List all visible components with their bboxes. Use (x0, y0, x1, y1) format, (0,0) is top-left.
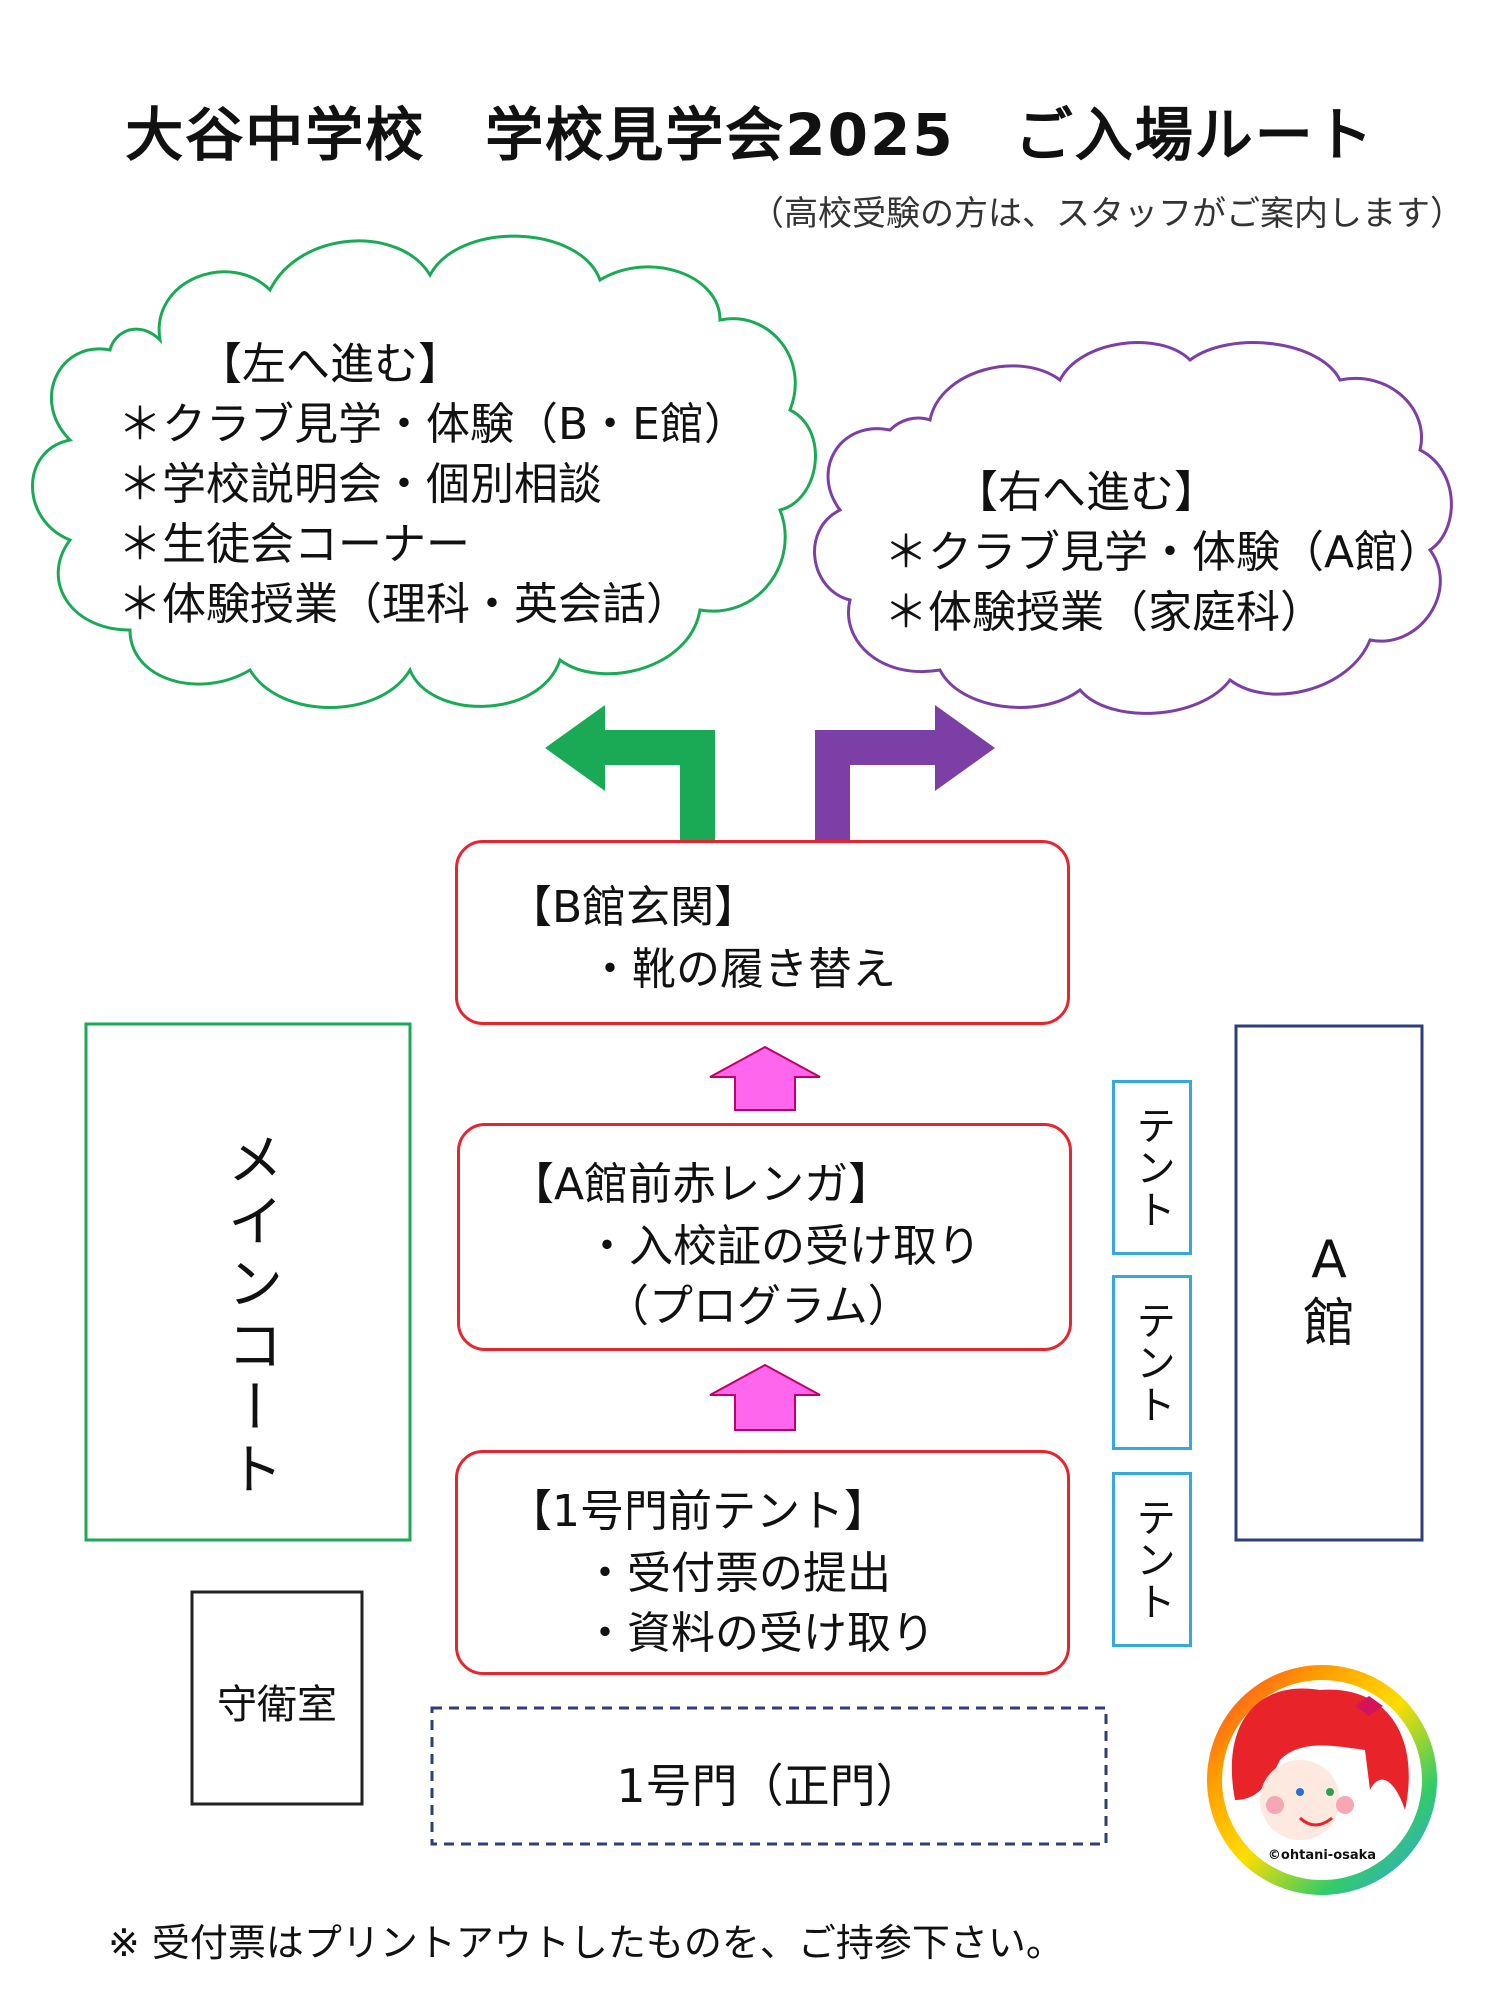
guard-room-label: 守衛室 (217, 1682, 337, 1728)
building-a-outline (1234, 1024, 1424, 1542)
page-subtitle: （高校受験の方は、スタッフがご案内します） (750, 194, 1464, 234)
left-cloud-item: ＊体験授業（理科・英会話） (118, 579, 690, 630)
left-cloud-shape (31, 234, 817, 709)
right-cloud-shape (813, 341, 1453, 715)
step-heading: 【A館前赤レンガ】 (510, 1159, 893, 1210)
page-title: 大谷中学校 学校見学会2025 ご入場ルート (125, 101, 1375, 169)
left-cloud-text: 【左へ進む】 ＊クラブ見学・体験（B・E館） ＊学校説明会・個別相談 ＊生徒会コ… (118, 335, 748, 635)
right-cloud-item: ＊体験授業（家庭科） (884, 587, 1324, 638)
tent-label: テント (1129, 1496, 1175, 1623)
step-line: ・受付票の提出 (583, 1548, 891, 1599)
main-court-outline (84, 1022, 412, 1542)
left-route-arrow (545, 705, 715, 840)
up-arrow-upper (709, 1045, 821, 1111)
footer-note: ※ 受付票はプリントアウトしたものを、ご持参下さい。 (108, 1921, 1064, 1965)
guard-room-outline (190, 1590, 364, 1806)
step-line: ・入校証の受け取り (585, 1221, 981, 1272)
left-cloud-item: ＊生徒会コーナー (118, 519, 470, 570)
main-court-label: メインコート (218, 1130, 283, 1502)
step-heading: 【1号門前テント】 (508, 1486, 888, 1537)
step-box-b-entrance: 【B館玄関】 ・靴の履き替え (455, 840, 1070, 1025)
step-line: ・靴の履き替え (588, 944, 896, 995)
building-a-letter: A (1311, 1230, 1347, 1290)
step-heading: 【B館玄関】 (508, 882, 759, 933)
gate-outline (430, 1706, 1108, 1846)
right-cloud-heading: 【右へ進む】 (954, 467, 1218, 518)
step-line: ・資料の受け取り (583, 1608, 935, 1659)
step-box-gate-tent: 【1号門前テント】 ・受付票の提出 ・資料の受け取り (455, 1450, 1070, 1675)
tent-label: テント (1129, 1104, 1175, 1231)
school-logo (1207, 1665, 1437, 1895)
building-a-kanji: 館 (1302, 1294, 1355, 1354)
right-cloud-text: 【右へ進む】 ＊クラブ見学・体験（A館） ＊体験授業（家庭科） (884, 463, 1442, 643)
tent-3: テント (1112, 1472, 1192, 1647)
tent-label: テント (1129, 1299, 1175, 1426)
step-line: （プログラム） (605, 1281, 912, 1332)
left-cloud-item: ＊学校説明会・個別相談 (118, 459, 602, 510)
tent-1: テント (1112, 1080, 1192, 1255)
left-cloud-heading: 【左へ進む】 (198, 339, 462, 390)
right-cloud-item: ＊クラブ見学・体験（A館） (884, 527, 1443, 578)
tent-2: テント (1112, 1275, 1192, 1450)
building-a-label: A 館 (1236, 1228, 1422, 1356)
logo-copyright: ©ohtani-osaka (1267, 1848, 1377, 1863)
right-route-arrow (815, 705, 995, 840)
up-arrow-lower (709, 1363, 821, 1431)
gate-label: 1号門（正門） (616, 1759, 922, 1813)
step-box-a-red-brick: 【A館前赤レンガ】 ・入校証の受け取り （プログラム） (457, 1123, 1072, 1351)
left-cloud-item: ＊クラブ見学・体験（B・E館） (118, 399, 748, 450)
